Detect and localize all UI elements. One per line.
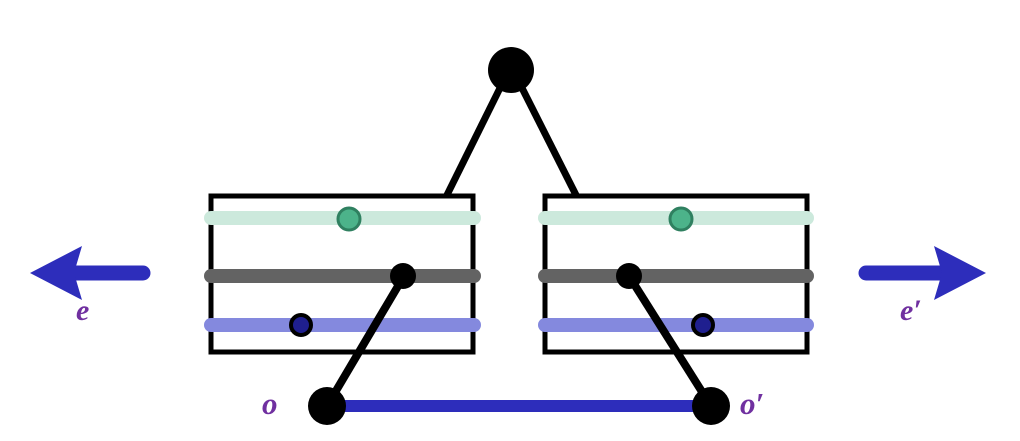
- left-origin-label: o: [262, 386, 278, 421]
- left-black-marker: [390, 263, 416, 289]
- right-origin-node: [692, 387, 730, 425]
- right-navy-marker: [691, 313, 715, 337]
- right-origin-label: o′: [740, 386, 765, 421]
- left-arrow-label: e: [76, 294, 90, 327]
- left-section-line: [323, 273, 408, 409]
- apex-to-left-box-edge: [442, 84, 505, 199]
- apex-node: [488, 47, 534, 93]
- apex-edges: [442, 84, 581, 199]
- right-arrow-head: [934, 246, 986, 300]
- left-arrow-head: [30, 246, 82, 300]
- right-arrow-icon: [858, 246, 986, 300]
- right-green-marker: [668, 206, 694, 232]
- right-section-line: [625, 273, 715, 409]
- left-origin-node: [308, 387, 346, 425]
- right-arrow-label: e′: [900, 294, 922, 327]
- left-green-marker: [336, 206, 362, 232]
- left-navy-marker: [289, 313, 313, 337]
- apex-to-right-box-edge: [517, 84, 581, 199]
- right-black-marker: [616, 263, 642, 289]
- left-arrow-icon: [30, 246, 151, 300]
